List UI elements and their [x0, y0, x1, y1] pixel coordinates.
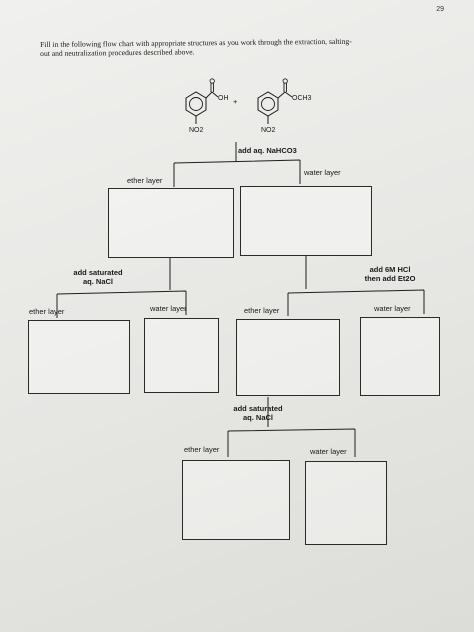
- step2-left-ether-layer-answer-box[interactable]: [28, 320, 130, 394]
- page-number: 29: [436, 6, 444, 13]
- nitrobenzoic-acid-structure: OH NO2: [185, 78, 229, 134]
- step2-right-ether-layer-answer-box[interactable]: [236, 319, 340, 396]
- step2-left-reagent-line-1: add saturated: [73, 268, 123, 277]
- step1-ether-layer-label: ether layer: [127, 176, 163, 185]
- step3-reagent-line-1: add saturated: [233, 404, 283, 413]
- step3-reagent-label: add saturated aq. NaCl: [218, 404, 298, 422]
- acid-nitro-label: NO2: [189, 127, 204, 134]
- step3-reagent-line-2: aq. NaCl: [242, 413, 273, 422]
- plus-sign: +: [233, 97, 238, 106]
- step3-ether-layer-answer-box[interactable]: [182, 460, 290, 540]
- step3-water-layer-answer-box[interactable]: [305, 461, 387, 545]
- step2-left-ether-layer-label: ether layer: [29, 307, 65, 316]
- step1-ether-layer-answer-box[interactable]: [108, 188, 234, 258]
- step2-right-reagent-line-1: add 6M HCl: [369, 265, 411, 274]
- step2-right-reagent-line-2: then add Et2O: [364, 274, 416, 283]
- step1-water-layer-label: water layer: [304, 168, 341, 177]
- step3-water-layer-label: water layer: [310, 447, 347, 456]
- step2-right-water-layer-label: water layer: [374, 304, 411, 313]
- step2-right-ether-layer-label: ether layer: [244, 306, 280, 315]
- step2-left-reagent-line-2: aq. NaCl: [82, 277, 113, 286]
- step2-left-reagent-label: add saturated aq. NaCl: [58, 268, 138, 286]
- acid-hydroxyl-label: OH: [218, 95, 229, 102]
- methyl-nitrobenzoate-structure: OCH3 NO2: [257, 78, 312, 134]
- step1-water-layer-answer-box[interactable]: [240, 186, 372, 256]
- step1-reagent-label: add aq. NaHCO3: [238, 146, 297, 155]
- step2-right-reagent-label: add 6M HCl then add Et2O: [350, 265, 430, 283]
- step2-left-water-layer-answer-box[interactable]: [144, 318, 219, 393]
- step2-right-water-layer-answer-box[interactable]: [360, 317, 440, 396]
- step2-left-water-layer-label: water layer: [150, 304, 187, 313]
- ester-methoxy-label: OCH3: [292, 95, 312, 102]
- step3-ether-layer-label: ether layer: [184, 445, 220, 454]
- ester-nitro-label: NO2: [261, 127, 276, 134]
